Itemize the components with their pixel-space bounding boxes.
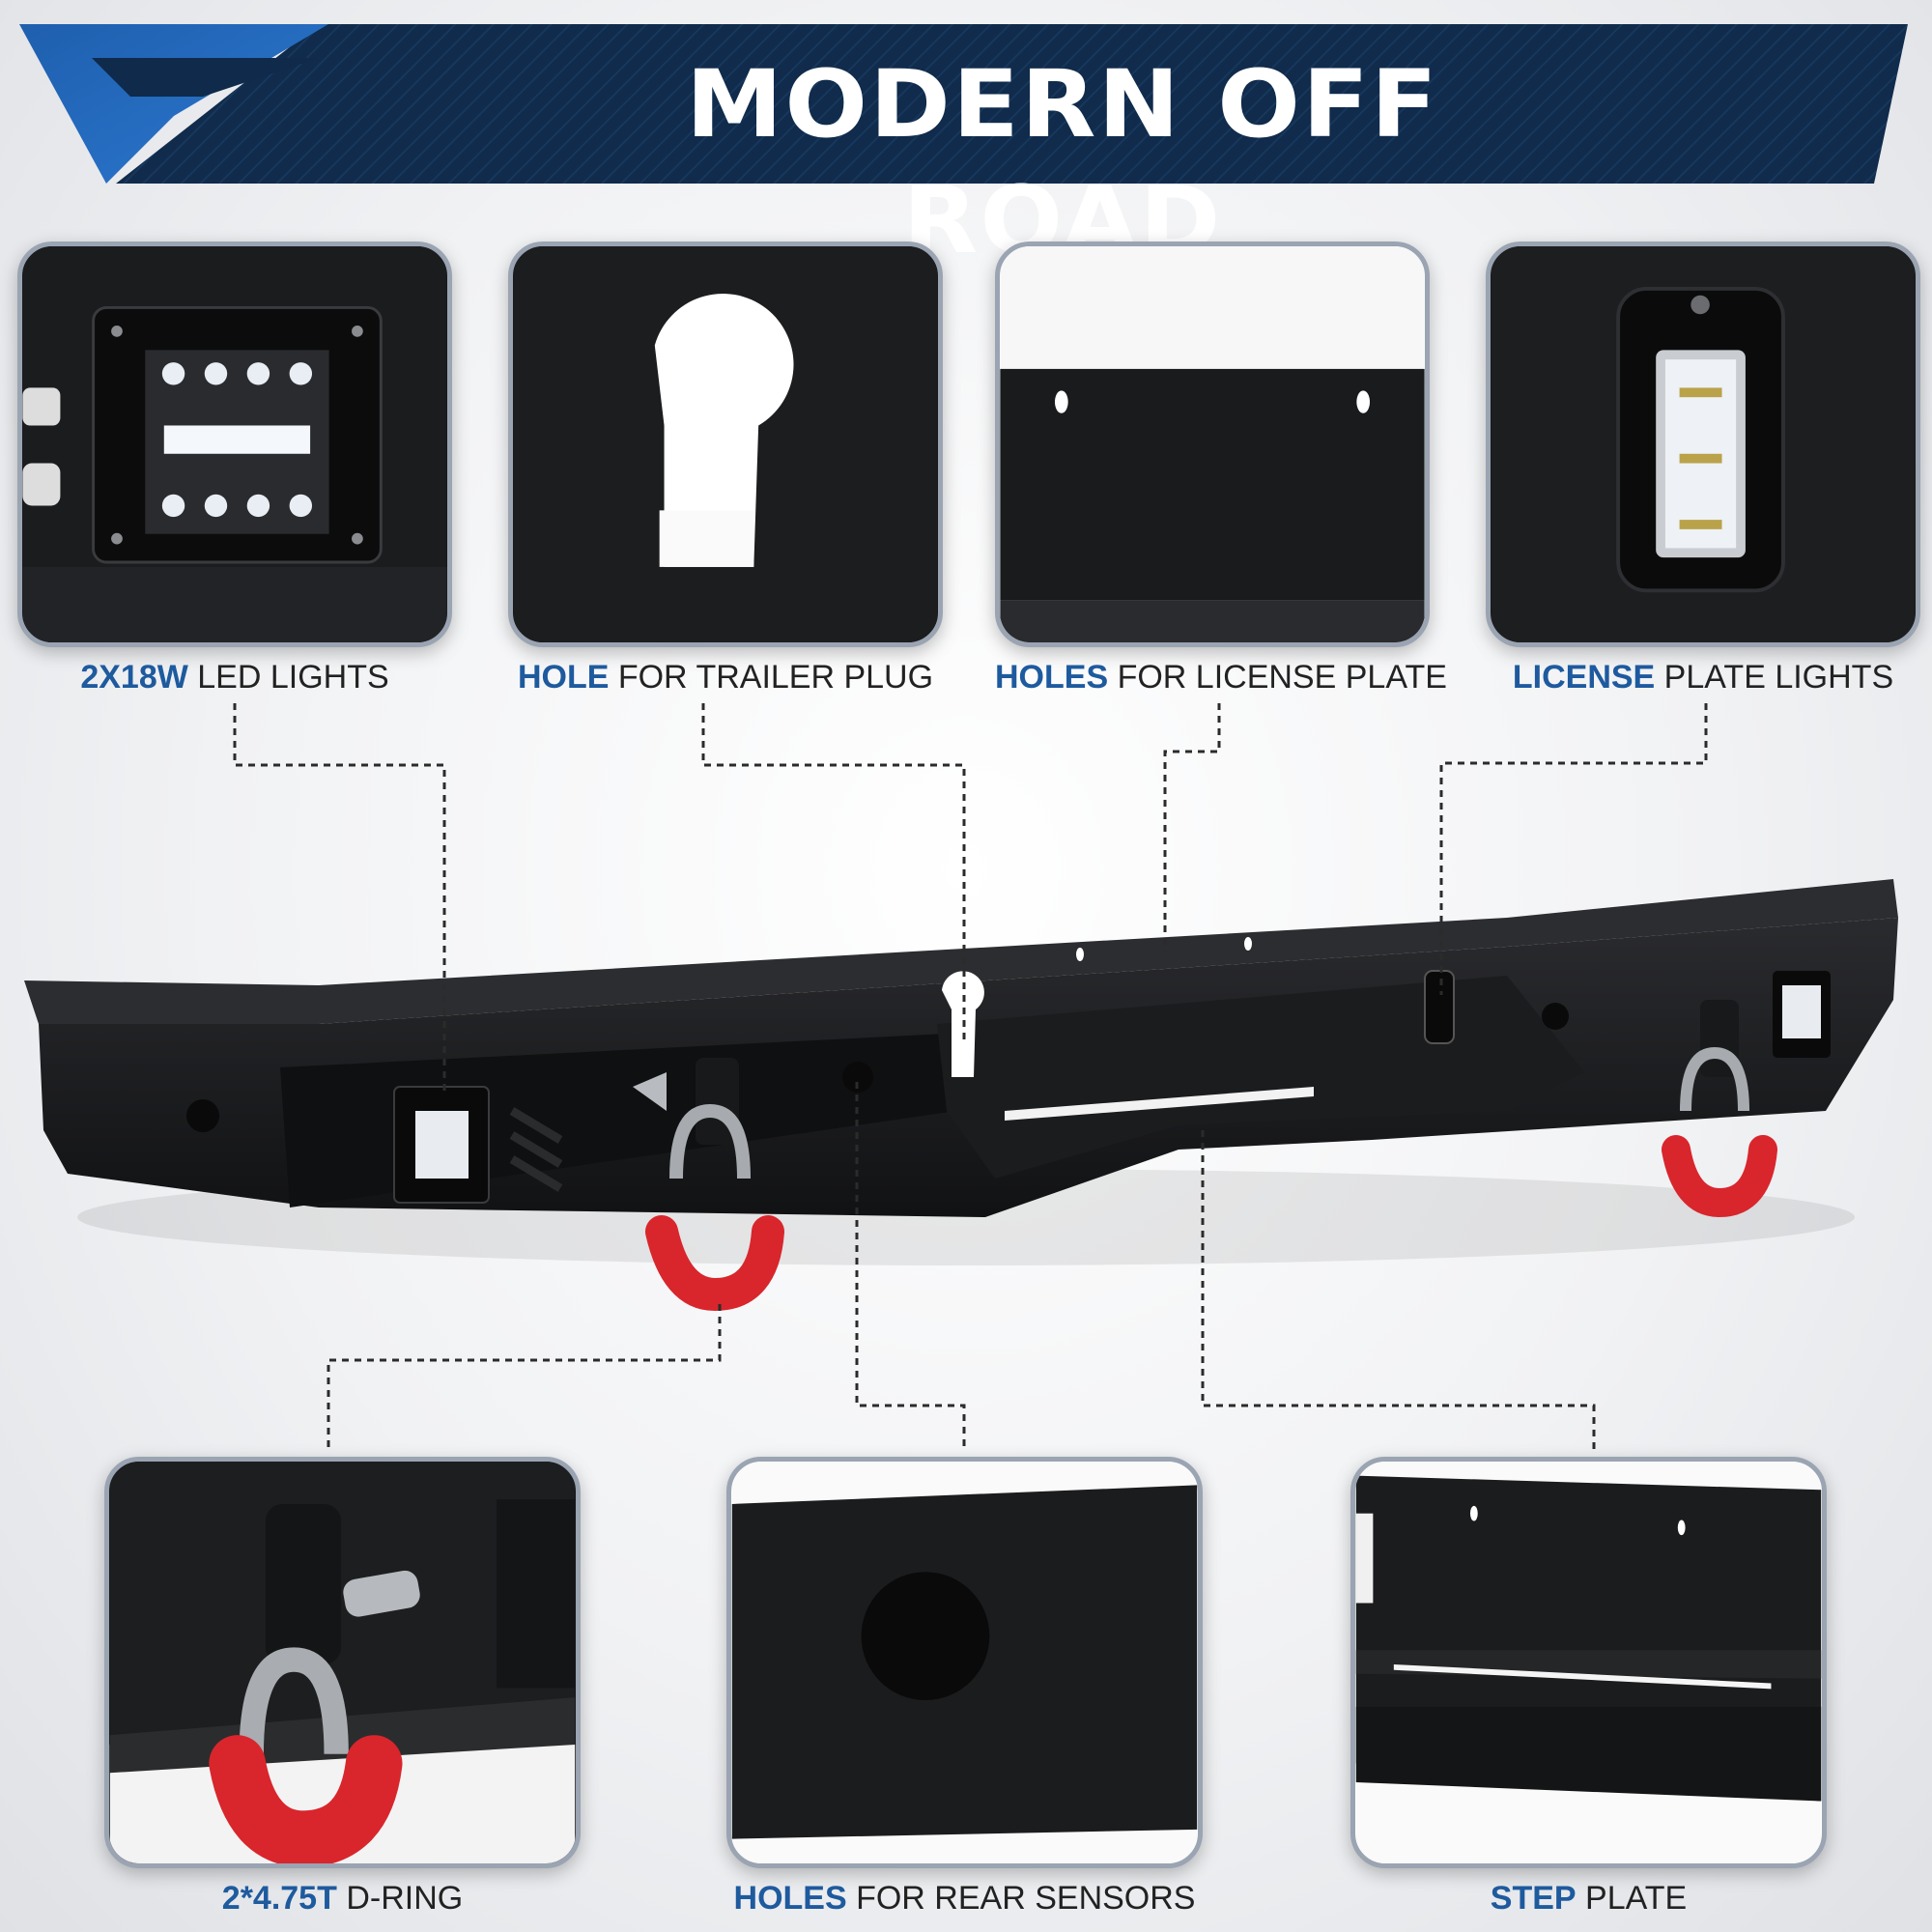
page-title: MODERN OFF ROAD xyxy=(685,50,1439,274)
feature-label-plate-lights: LICENSE PLATE LIGHTS xyxy=(1512,659,1894,696)
d-ring-icon xyxy=(109,1462,576,1863)
banner-background xyxy=(19,24,1908,184)
step-plate-panel xyxy=(1350,1457,1827,1868)
step-plate-icon xyxy=(1355,1462,1822,1863)
feature-label-step-plate: STEP PLATE xyxy=(1490,1880,1688,1917)
trailer-plug-panel xyxy=(508,242,943,647)
license-plate-holes-panel xyxy=(995,242,1430,647)
led-lights-panel xyxy=(17,242,452,647)
d-ring-panel xyxy=(104,1457,581,1868)
license-plate-holes-icon xyxy=(1000,246,1425,642)
rear-bumper-image xyxy=(24,879,1898,1312)
plate-lights-panel xyxy=(1486,242,1920,647)
plate-light-icon xyxy=(1491,246,1916,642)
feature-label-d-ring: 2*4.75T D-RING xyxy=(221,1880,464,1917)
feature-label-rear-sensors: HOLES FOR REAR SENSORS xyxy=(733,1880,1196,1917)
feature-label-trailer-plug: HOLE FOR TRAILER PLUG xyxy=(517,659,934,696)
rear-sensors-panel xyxy=(726,1457,1203,1868)
led-light-icon xyxy=(22,246,447,642)
header-banner: MODERN OFF ROAD xyxy=(0,0,1932,274)
rear-sensor-hole-icon xyxy=(731,1462,1198,1863)
feature-label-license-holes: HOLES FOR LICENSE PLATE xyxy=(995,659,1447,696)
trailer-plug-hole-icon xyxy=(513,246,938,642)
feature-label-led: 2X18W LED LIGHTS xyxy=(80,659,389,696)
